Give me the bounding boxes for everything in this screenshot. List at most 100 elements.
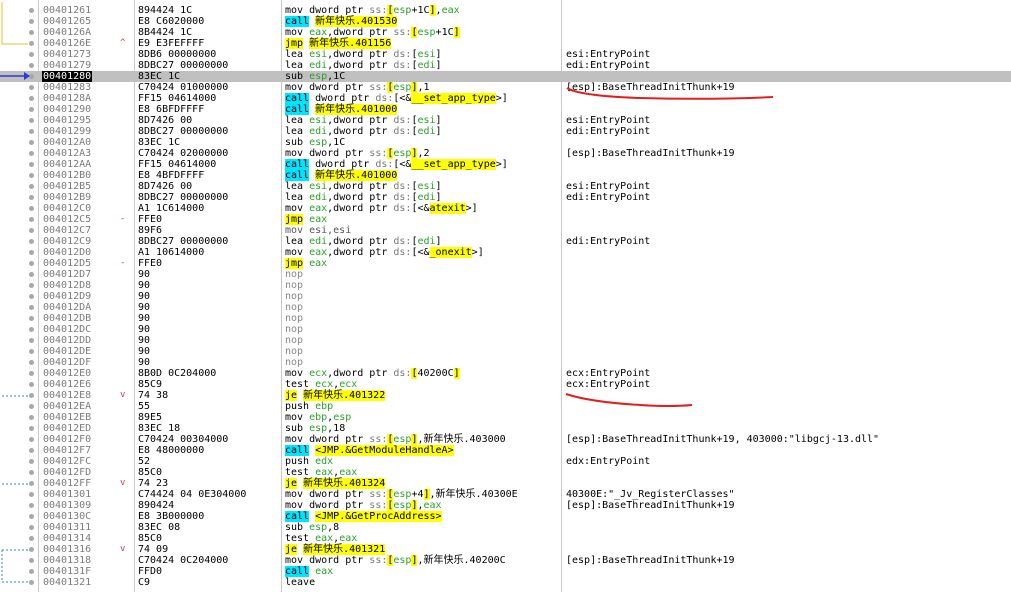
breakpoint-dot-icon[interactable] (29, 52, 34, 57)
breakpoint-dot-icon[interactable] (29, 30, 34, 35)
breakpoint-dot-icon[interactable] (29, 206, 34, 211)
breakpoint-dot-icon[interactable] (29, 107, 34, 112)
breakpoint-dot-icon[interactable] (29, 580, 34, 585)
breakpoint-dot-icon[interactable] (29, 536, 34, 541)
breakpoint-dot-icon[interactable] (29, 371, 34, 376)
breakpoint-dot-icon[interactable] (29, 63, 34, 68)
breakpoint-dot-icon[interactable] (29, 85, 34, 90)
breakpoint-dot-icon[interactable] (29, 459, 34, 464)
breakpoint-dot-icon[interactable] (29, 514, 34, 519)
breakpoint-dot-icon[interactable] (29, 228, 34, 233)
breakpoint-dot-icon[interactable] (29, 272, 34, 277)
breakpoint-dot-icon[interactable] (29, 404, 34, 409)
breakpoint-dot-icon[interactable] (29, 525, 34, 530)
breakpoint-dot-icon[interactable] (29, 327, 34, 332)
breakpoint-dot-icon[interactable] (29, 338, 34, 343)
breakpoint-dot-icon[interactable] (29, 437, 34, 442)
breakpoint-dot-icon[interactable] (29, 118, 34, 123)
breakpoint-dot-icon[interactable] (29, 360, 34, 365)
breakpoint-dot-icon[interactable] (29, 503, 34, 508)
breakpoint-dot-icon[interactable] (29, 569, 34, 574)
breakpoint-dot-icon[interactable] (29, 481, 34, 486)
breakpoint-dot-icon[interactable] (29, 261, 34, 266)
breakpoint-dot-icon[interactable] (29, 184, 34, 189)
breakpoint-dot-icon[interactable] (29, 74, 34, 79)
breakpoint-dot-icon[interactable] (29, 283, 34, 288)
breakpoint-dot-icon[interactable] (29, 41, 34, 46)
breakpoint-dot-icon[interactable] (29, 250, 34, 255)
breakpoint-dot-icon[interactable] (29, 558, 34, 563)
breakpoint-dot-icon[interactable] (29, 470, 34, 475)
breakpoint-dot-icon[interactable] (29, 129, 34, 134)
breakpoint-dot-icon[interactable] (29, 96, 34, 101)
breakpoint-dot-icon[interactable] (29, 426, 34, 431)
breakpoint-dot-icon[interactable] (29, 415, 34, 420)
breakpoint-dot-icon[interactable] (29, 382, 34, 387)
breakpoint-dot-icon[interactable] (29, 195, 34, 200)
breakpoint-dot-icon[interactable] (29, 492, 34, 497)
breakpoint-dot-icon[interactable] (29, 217, 34, 222)
breakpoint-dot-icon[interactable] (29, 393, 34, 398)
breakpoint-dot-icon[interactable] (29, 547, 34, 552)
breakpoint-dot-icon[interactable] (29, 19, 34, 24)
breakpoint-dot-icon[interactable] (29, 162, 34, 167)
breakpoint-dot-icon[interactable] (29, 305, 34, 310)
breakpoint-dot-icon[interactable] (29, 8, 34, 13)
breakpoint-dot-icon[interactable] (29, 316, 34, 321)
breakpoint-dot-icon[interactable] (29, 349, 34, 354)
breakpoint-dot-icon[interactable] (29, 140, 34, 145)
breakpoint-dot-icon[interactable] (29, 151, 34, 156)
breakpoint-dot-icon[interactable] (29, 294, 34, 299)
